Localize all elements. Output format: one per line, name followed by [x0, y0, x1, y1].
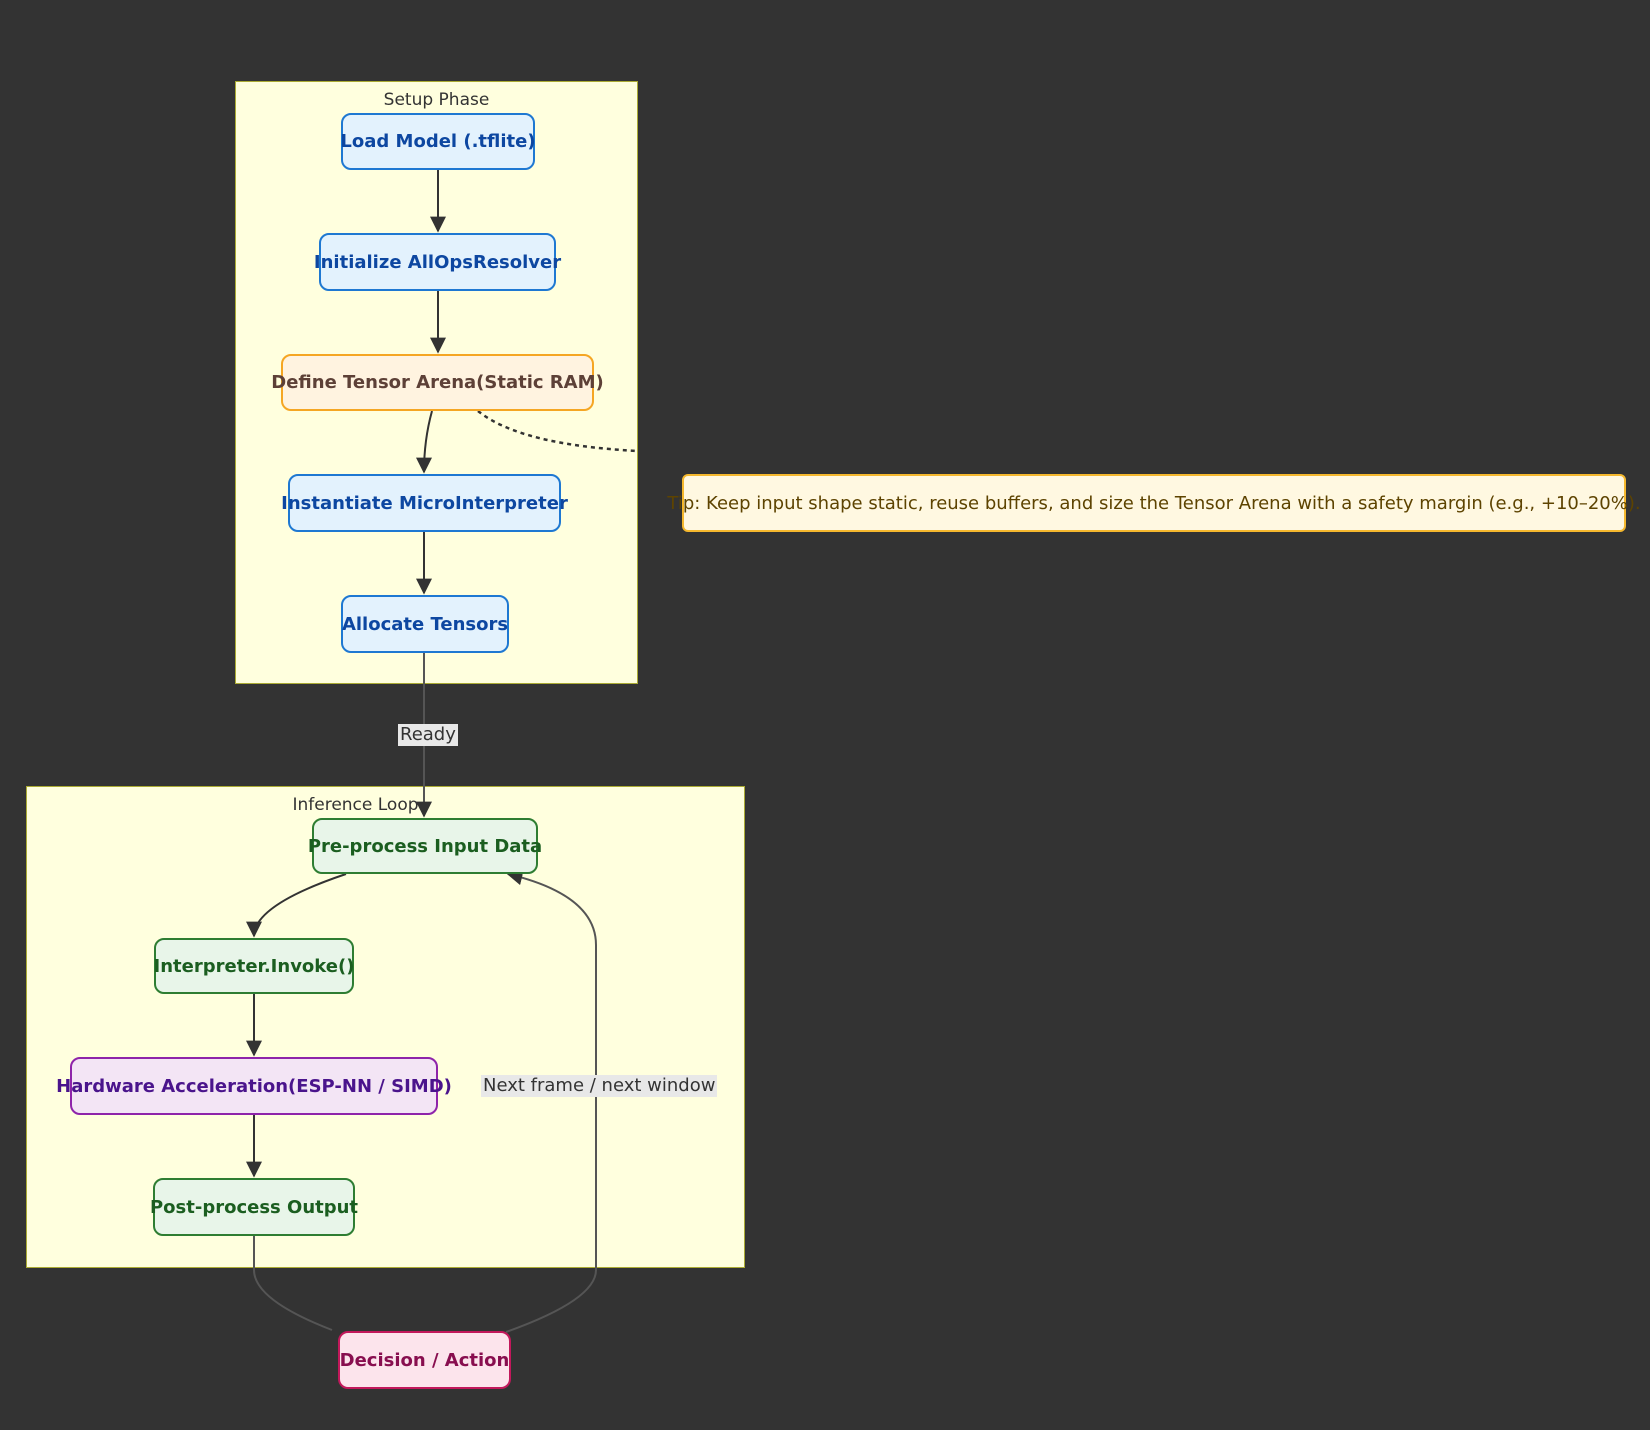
edge-label-ready: Ready — [398, 724, 458, 746]
tip-note-text: Tip: Keep input shape static, reuse buff… — [667, 492, 1641, 514]
invoke-label: Interpreter.Invoke() — [153, 955, 355, 977]
preprocess-label: Pre-process Input Data — [307, 835, 543, 857]
hw-accel-label: Hardware Acceleration(ESP-NN / SIMD) — [56, 1075, 452, 1097]
instantiate-interpreter-label: Instantiate MicroInterpreter — [281, 492, 568, 514]
postprocess-node[interactable]: Post-process Output — [149, 1178, 359, 1236]
allocate-tensors-label: Allocate Tensors — [341, 613, 509, 635]
invoke-node[interactable]: Interpreter.Invoke() — [154, 938, 354, 994]
edge-postprocess-to-decision — [253, 1236, 333, 1331]
load-model-node[interactable]: Load Model (.tflite) — [340, 113, 536, 170]
edge-arena-to-interpreter — [416, 410, 433, 474]
edge-decision-to-preprocess — [505, 869, 597, 1333]
decision-node[interactable]: Decision / Action — [338, 1331, 511, 1389]
load-model-label: Load Model (.tflite) — [340, 131, 536, 152]
tip-note: Tip: Keep input shape static, reuse buff… — [667, 474, 1641, 532]
hw-accel-node[interactable]: Hardware Acceleration(ESP-NN / SIMD) — [56, 1057, 452, 1115]
init-resolver-label: Initialize AllOpsResolver — [313, 251, 562, 273]
allocate-tensors-node[interactable]: Allocate Tensors — [341, 595, 509, 653]
init-resolver-node[interactable]: Initialize AllOpsResolver — [314, 233, 561, 291]
define-arena-node[interactable]: Define Tensor Arena(Static RAM) — [271, 354, 604, 411]
setup-phase-title: Setup Phase — [383, 90, 490, 110]
preprocess-node[interactable]: Pre-process Input Data — [308, 818, 542, 874]
edge-preprocess-to-invoke — [246, 873, 347, 938]
instantiate-interpreter-node[interactable]: Instantiate MicroInterpreter — [281, 474, 568, 532]
edge-label-next-frame: Next frame / next window — [481, 1075, 718, 1097]
edge-arena-to-note — [477, 410, 639, 453]
inference-loop-title: Inference Loop — [292, 795, 419, 815]
decision-label: Decision / Action — [339, 1349, 510, 1371]
postprocess-label: Post-process Output — [149, 1196, 359, 1218]
define-arena-label: Define Tensor Arena(Static RAM) — [271, 372, 604, 393]
